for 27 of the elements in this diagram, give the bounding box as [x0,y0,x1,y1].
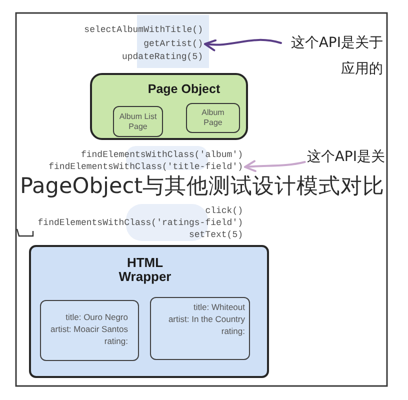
field-text: title: Whiteout [194,301,245,313]
arrow [204,38,282,51]
overlay-title: PageObject与其他测试设计模式对比 [20,173,385,201]
component-panel [90,73,248,140]
field-text: rating: [104,335,128,347]
note-text: 这个API是关于应用的 [283,30,383,82]
code-line: findElementsWithClass('title-field') [48,161,243,173]
panel-heading: HTML Wrapper [118,256,172,284]
panel-heading: Page Object [148,82,220,96]
record-card [150,297,250,360]
page-box: Album List Page [113,106,163,137]
code-line: findElementsWithClass('album') [80,149,243,161]
code-line: getArtist() [144,38,203,50]
page-box: Album Page [186,103,240,133]
code-line: updateRating(5) [122,51,203,64]
code-line: setText(5) [188,229,243,241]
field-text: title: Ouro Negro [66,311,128,323]
code-line: click() [205,205,243,217]
record-card [40,300,139,361]
component-panel [29,245,269,378]
code-line: findElementsWithClass('ratings-field') [38,217,243,229]
arrow [244,160,306,172]
note-text: 这个API是关 [306,149,385,165]
field-text: artist: Moacir Santos [50,323,128,335]
field-text: rating: [221,325,245,337]
field-text: artist: In the Country [168,313,245,325]
code-line: selectAlbumWithTitle() [84,24,203,37]
